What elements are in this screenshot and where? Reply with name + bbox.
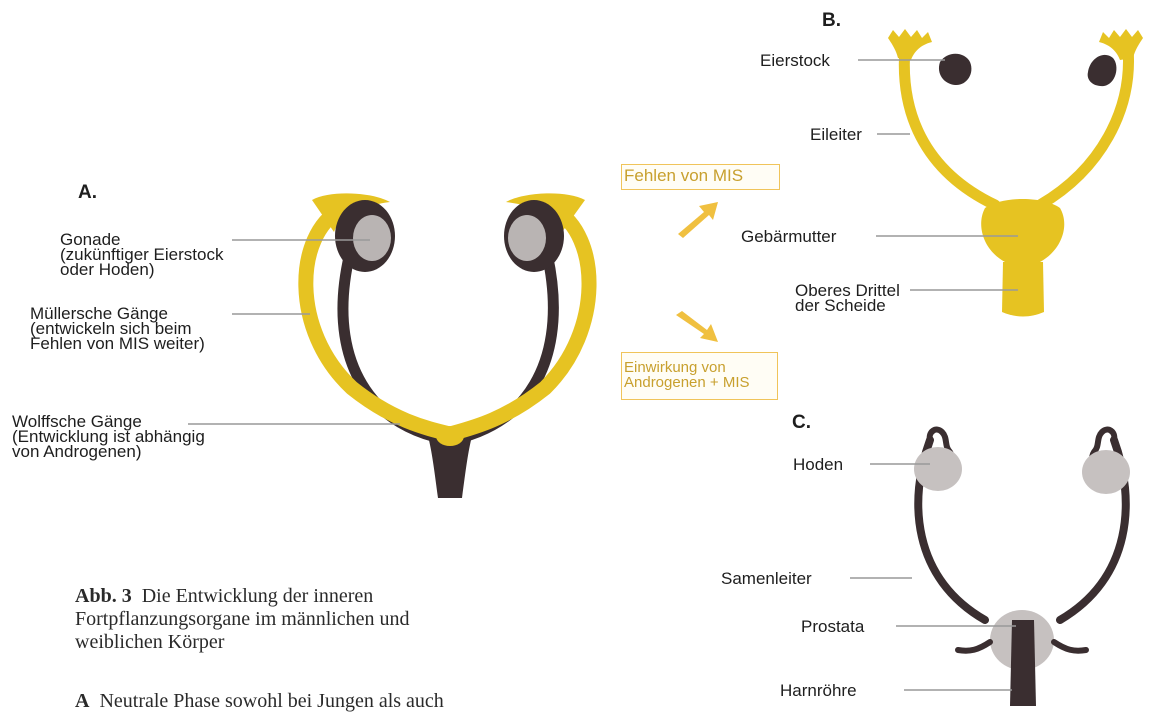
diagram-c [850, 430, 1130, 706]
gonad-left-core [353, 215, 391, 261]
arrow-down-icon [676, 311, 718, 342]
box-einwirkung-androgenen: Einwirkung von Androgenen + MIS [621, 352, 778, 400]
gonad-right-core [508, 215, 546, 261]
panel-label-b: B. [822, 10, 841, 32]
diagram-a [188, 193, 589, 498]
ovary-left [939, 54, 971, 85]
label-gebaermutter: Gebärmutter [741, 229, 836, 244]
urethra [1010, 620, 1036, 706]
panel-label-a: A. [78, 182, 97, 204]
caption-item-a-text: Neutrale Phase sowohl bei Jungen als auc… [99, 690, 443, 712]
label-muellersche-gaenge: Müllersche Gänge (entwickeln sich beim F… [30, 306, 205, 351]
label-prostata: Prostata [801, 619, 864, 634]
label-eierstock: Eierstock [760, 53, 830, 68]
box-fehlen-von-mis: Fehlen von MIS [621, 164, 780, 190]
label-hoden: Hoden [793, 457, 843, 472]
caption-item-a: A Neutrale Phase sowohl bei Jungen als a… [75, 690, 495, 713]
label-gonade: Gonade (zukünftiger Eierstock oder Hoden… [60, 232, 223, 277]
diagram-b [858, 29, 1143, 317]
ovary-right [1088, 55, 1117, 86]
caption-item-a-letter: A [75, 690, 89, 712]
fimbria-left [888, 29, 932, 60]
arrow-up-icon [678, 202, 718, 238]
ejaculatory-branch-left [958, 642, 990, 651]
ejaculatory-branch-right [1054, 642, 1086, 651]
label-eileiter: Eileiter [810, 127, 862, 142]
testis-left [914, 447, 962, 491]
label-samenleiter: Samenleiter [721, 571, 812, 586]
label-wolffsche-gaenge: Wolffsche Gänge (Entwicklung ist abhängi… [12, 414, 205, 459]
caption-number: Abb. 3 [75, 585, 132, 607]
figure-caption: Abb. 3 Die Entwicklung der inneren Fortp… [75, 585, 475, 654]
label-harnroehre: Harnröhre [780, 683, 857, 698]
label-oberes-drittel: Oberes Drittel der Scheide [795, 283, 900, 313]
panel-label-c: C. [792, 412, 811, 434]
testis-right [1082, 450, 1130, 494]
